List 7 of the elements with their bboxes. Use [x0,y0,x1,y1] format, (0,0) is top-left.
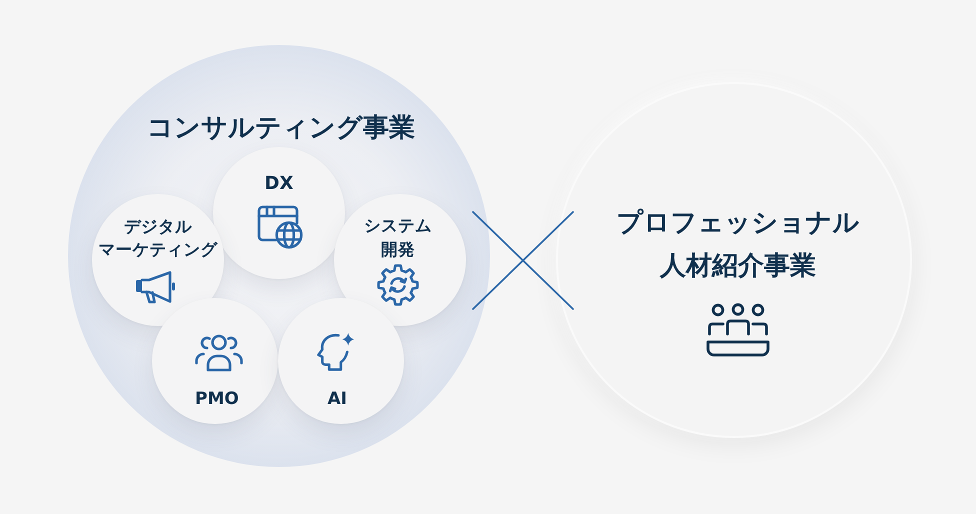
group-title: コンサルティング事業 [147,112,415,145]
service-label: DX [264,173,294,195]
service-label: システム開発 [364,214,432,260]
service-label: AI [328,388,347,410]
service-label: デジタルマーケティング [98,216,218,260]
business-title: プロフェッショナル人材紹介事業 [616,206,860,282]
service-label: PMO [195,388,239,410]
